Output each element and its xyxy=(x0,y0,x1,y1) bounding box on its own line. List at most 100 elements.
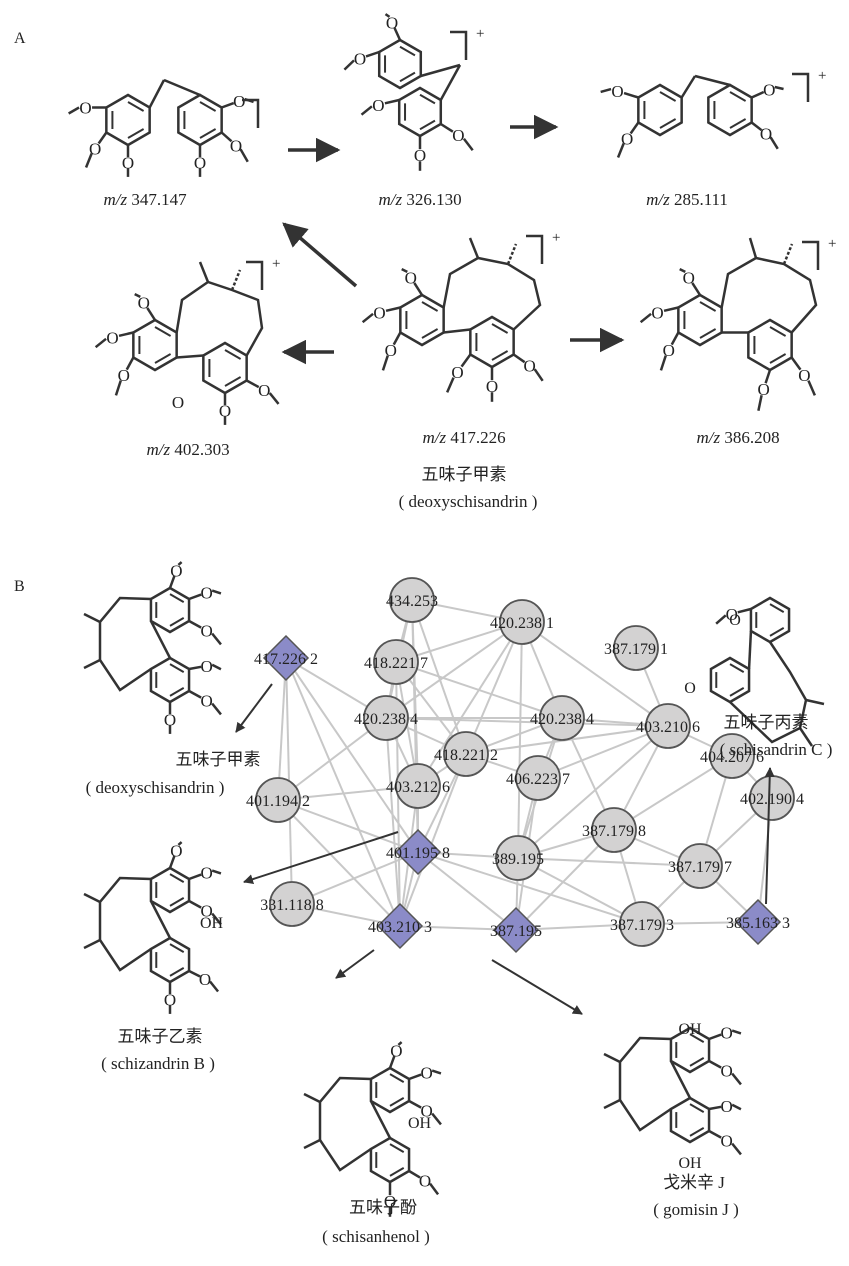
network-node-label: 420.238 4 xyxy=(530,711,594,728)
network-node-circle xyxy=(255,777,301,823)
oxygen-atom-label: O xyxy=(611,82,623,101)
oxygen-atom-label: O xyxy=(118,366,130,385)
network-edge xyxy=(613,755,733,831)
bond-line xyxy=(134,292,141,299)
bond-line xyxy=(420,63,461,78)
benzene-ring-icon xyxy=(149,866,191,914)
compound-name-cn: 五味子丙素 xyxy=(723,713,809,732)
bond-line xyxy=(748,237,758,259)
charge-label: + xyxy=(818,68,826,84)
panel-b-label: B xyxy=(14,578,25,595)
network-node-circle xyxy=(373,639,419,685)
double-bond xyxy=(154,353,172,364)
network-node-label: 420.238 1 xyxy=(490,615,554,632)
reaction-arrow xyxy=(335,949,375,979)
bond-line xyxy=(188,665,202,671)
bond-line xyxy=(114,380,122,396)
double-bond xyxy=(729,91,747,102)
network-node-label: 387.179 3 xyxy=(610,917,674,934)
compound-name-en: ( gomisin J ) xyxy=(653,1200,739,1219)
network-edge xyxy=(417,621,523,787)
oxygen-atom-label: O xyxy=(233,92,245,111)
oxygen-atom-label: O xyxy=(763,81,775,100)
network-edge xyxy=(417,851,643,925)
oxygen-atom-label: O xyxy=(354,49,366,68)
oxygen-atom-label: O xyxy=(451,363,463,382)
reaction-arrow xyxy=(235,683,273,733)
bond-line xyxy=(83,892,101,904)
double-bond xyxy=(169,967,185,977)
network-node-label: 387.179 1 xyxy=(604,641,668,658)
compound-name-en: ( deoxyschisandrin ) xyxy=(85,778,225,797)
hydroxyl-label: OH xyxy=(678,1021,702,1038)
compound-name-en: ( deoxyschisandrin ) xyxy=(398,492,538,511)
bond-line xyxy=(149,900,172,939)
benzene-ring-icon xyxy=(677,293,723,347)
bond-line xyxy=(764,369,772,384)
bond-line xyxy=(468,237,480,259)
bond-line xyxy=(246,379,260,389)
bond-line xyxy=(807,380,816,396)
oxygen-atom-label: O xyxy=(663,341,675,360)
oxygen-atom-label: O xyxy=(729,612,741,629)
network-edge xyxy=(515,829,615,931)
bond-line xyxy=(460,353,472,368)
network-node-label: 389.195 xyxy=(492,851,544,868)
bond-line xyxy=(188,873,202,881)
benzene-ring-icon xyxy=(707,83,753,137)
bond-line xyxy=(603,1052,621,1064)
oxygen-atom-label: O xyxy=(683,268,695,287)
bond-line xyxy=(450,30,468,60)
bond-line xyxy=(242,98,260,128)
network-node-label: 387.179 8 xyxy=(582,823,646,840)
bond-line xyxy=(670,331,680,346)
benzene-ring-icon xyxy=(469,315,515,369)
bond-line xyxy=(747,630,753,670)
oxygen-atom-label: O xyxy=(199,970,211,989)
oxygen-atom-label: O xyxy=(164,711,176,730)
charge-label: + xyxy=(476,26,484,42)
benzene-ring-icon xyxy=(669,1096,711,1144)
network-node-diamond xyxy=(262,634,310,682)
double-bond xyxy=(399,45,416,57)
double-bond xyxy=(199,128,217,139)
bond-line xyxy=(639,312,652,324)
hydroxyl-label: OH xyxy=(678,1155,702,1172)
benzene-ring-icon xyxy=(397,86,443,138)
bond-line xyxy=(802,240,820,270)
bond-line xyxy=(792,72,810,102)
network-node-diamond xyxy=(734,898,782,946)
bond-line xyxy=(431,1069,442,1075)
oxygen-atom-label: O xyxy=(219,402,231,421)
bond-line xyxy=(751,90,765,99)
double-bond xyxy=(169,873,185,883)
bond-line xyxy=(177,561,183,566)
network-node-diamond xyxy=(492,906,540,954)
bond-line xyxy=(188,689,202,699)
oxygen-atom-label: O xyxy=(138,293,150,312)
compound-name-cn: 五味子甲素 xyxy=(421,465,507,484)
bond-line xyxy=(715,614,727,625)
double-bond xyxy=(224,376,242,387)
double-bond xyxy=(699,328,717,339)
oxygen-atom-label: O xyxy=(390,1041,402,1060)
panel-a-label: A xyxy=(14,30,26,47)
oxygen-atom-label: O xyxy=(201,902,213,921)
double-bond xyxy=(127,128,145,139)
bond-line xyxy=(343,59,355,71)
oxygen-atom-label: O xyxy=(421,1064,433,1083)
bond-line xyxy=(669,1060,692,1099)
network-node-label: 404.207 6 xyxy=(700,749,764,766)
bond-line xyxy=(83,612,101,624)
oxygen-atom-label: O xyxy=(230,136,242,155)
double-bond xyxy=(491,350,509,361)
oxygen-atom-label: O xyxy=(524,357,536,376)
network-edge xyxy=(285,657,401,927)
bond-line xyxy=(175,280,264,357)
oxygen-atom-label: O xyxy=(486,377,498,396)
fragment-mz-label: m/z 386.208 xyxy=(696,428,780,447)
benzene-ring-icon xyxy=(369,1066,411,1114)
oxygen-atom-label: O xyxy=(201,692,213,711)
network-edge xyxy=(395,661,563,719)
